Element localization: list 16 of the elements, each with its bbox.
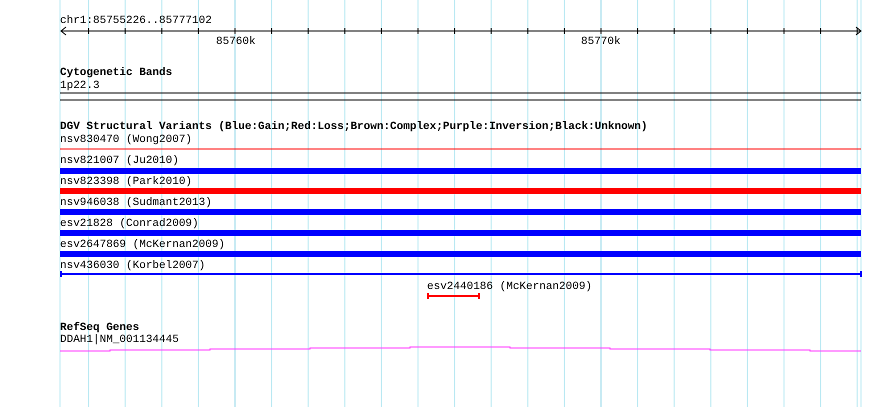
variant-label: nsv823398 (Park2010) bbox=[60, 176, 192, 188]
variant-label: nsv821007 (Ju2010) bbox=[60, 155, 179, 167]
variant-label: nsv830470 (Wong2007) bbox=[60, 134, 192, 146]
variant-label: esv21828 (Conrad2009) bbox=[60, 218, 199, 230]
coordinate-label: chr1:85755226..85777102 bbox=[60, 15, 212, 27]
track-title: RefSeq Genes bbox=[60, 322, 140, 334]
track-title: DGV Structural Variants (Blue:Gain;Red:Loss;Brown:Complex;Purple:Inversion;Black:Unknown) bbox=[60, 121, 648, 133]
gene-label: DDAH1|NM_001134445 bbox=[60, 334, 179, 346]
variant-label: esv2647869 (McKernan2009) bbox=[60, 239, 226, 251]
track-title: Cytogenetic Bands bbox=[60, 67, 172, 79]
tick-label: 85770k bbox=[581, 36, 621, 48]
variant-label: nsv946038 (Sudmant2013) bbox=[60, 197, 212, 209]
band-label: 1p22.3 bbox=[60, 80, 100, 92]
variant-label: esv2440186 (McKernan2009) bbox=[427, 281, 592, 293]
tick-label: 85760k bbox=[216, 36, 256, 48]
variant-label: nsv436030 (Korbel2007) bbox=[60, 260, 206, 272]
